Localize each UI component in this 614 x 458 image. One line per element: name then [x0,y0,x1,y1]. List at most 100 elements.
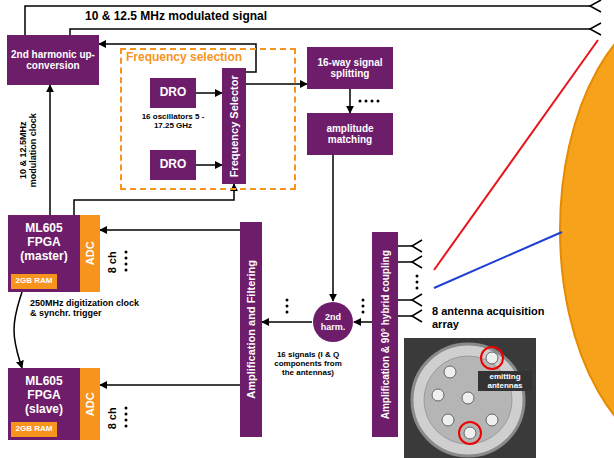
antenna-symbol [590,23,601,35]
connector-label: 10 & 12.5MHz modulation clock [18,100,39,200]
channel-label: 8 ch [106,407,119,429]
process-box: amplitude matching [307,113,393,155]
note-label: 16 oscillators 5 - 17.25 GHz [132,112,214,130]
dot [377,100,380,103]
box-label: 16-way signal splitting [310,57,390,80]
connector [196,92,222,94]
memory-box: 2GB RAM [11,422,57,437]
selector-box: Frequency Selector [222,68,246,184]
box-label: Amplification & 90° hybrid coupling [379,250,391,419]
adc-box: ADC [80,368,100,440]
connector [100,384,240,386]
caption-label: 8 antenna acquisition array [432,305,547,330]
dot [286,311,289,314]
antenna-element [464,427,476,439]
dot [286,305,289,308]
dot [371,100,374,103]
highlight-ring [459,422,481,444]
antenna-wire [398,245,412,247]
antenna-symbol [590,0,601,12]
channel-label: 8 ch [106,251,119,273]
signal-label: 10 & 12.5 MHz modulated signal [85,10,325,24]
housing-plate [424,356,512,444]
group-heading: Frequency selection [126,51,290,65]
antenna-symbol [412,310,422,322]
box-label: DRO [160,86,187,100]
mixer-circle [313,302,353,342]
connector [49,85,51,215]
dot [416,275,419,278]
housing [412,344,524,456]
dot [125,257,128,260]
connector [332,155,334,301]
dot [125,419,128,422]
label-box: emitting antennas [478,371,532,391]
antenna-element [486,352,498,364]
connector [262,321,312,323]
coupler-box: Amplification & 90° hybrid coupling [372,232,398,437]
box-label: amplitude matching [310,123,390,146]
dot [125,413,128,416]
label-box: 10 & 12.5 MHz modulated signal [85,10,325,24]
oscillator-box: DRO [150,78,196,108]
box-label: DRO [160,158,187,172]
amplifier-box: Amplification and Filtering [240,222,262,437]
antenna-symbol [412,256,422,268]
label-box: 250MHz digitization clock & synchr. trig… [30,298,142,319]
box-label: ML605 FPGA (master) [11,222,77,263]
photo-ground [404,338,536,458]
antenna-wire [398,261,412,263]
antenna-wire [398,315,412,317]
connector [349,89,351,113]
dot [286,299,289,302]
signal-wire [25,6,590,35]
antenna-symbol [412,294,422,306]
connector [196,164,222,166]
dot [125,263,128,266]
box-label: ML605 FPGA (slave) [11,375,77,416]
target-ellipse [560,2,614,458]
connector-label: 250MHz digitization clock & synchr. trig… [30,298,142,319]
dot [362,311,365,314]
dot [359,100,362,103]
label-box: 16 oscillators 5 - 17.25 GHz [132,112,214,130]
box-label: ADC [84,392,97,416]
antenna-element [462,392,474,404]
antenna-wire [398,299,412,301]
dot [362,299,365,302]
connector [246,83,307,85]
emission-ray [434,40,598,270]
box-label: 2GB RAM [16,424,53,433]
process-box: 16-way signal splitting [307,47,393,89]
box-label: 2GB RAM [16,276,53,285]
fpga-board: ML605 FPGA (master) 2GB RAM [8,215,80,292]
dot [365,100,368,103]
dot [125,269,128,272]
oscillator-box: DRO [150,150,196,180]
mixer-circle: 2nd harm. [312,301,354,343]
box-label: 2nd harm. [315,312,351,333]
dot [125,251,128,254]
dot [125,407,128,410]
photo-label: emitting antennas [478,371,532,391]
box-label: Amplification and Filtering [245,260,258,399]
box-label: ADC [84,242,97,266]
antenna-photo [404,338,536,458]
signal-wire [70,29,590,35]
signal-label: 16 signals (I & Q components from the an… [268,350,348,378]
dot [362,305,365,308]
label-box: 16 signals (I & Q components from the an… [268,350,348,378]
antenna-element [432,389,444,401]
dot [416,281,419,284]
highlight-ring [481,347,503,369]
adc-box: ADC [80,215,100,292]
memory-box: 2GB RAM [11,274,57,289]
process-box: 2nd harmonic up-conversion [7,35,99,85]
connector [354,321,372,323]
antenna-element [486,414,498,426]
antenna-element [444,366,456,378]
label-box: 8 antenna acquisition array [432,305,547,330]
dot [416,287,419,290]
box-label: 2nd harmonic up-conversion [10,49,96,72]
reception-ray [434,232,562,288]
